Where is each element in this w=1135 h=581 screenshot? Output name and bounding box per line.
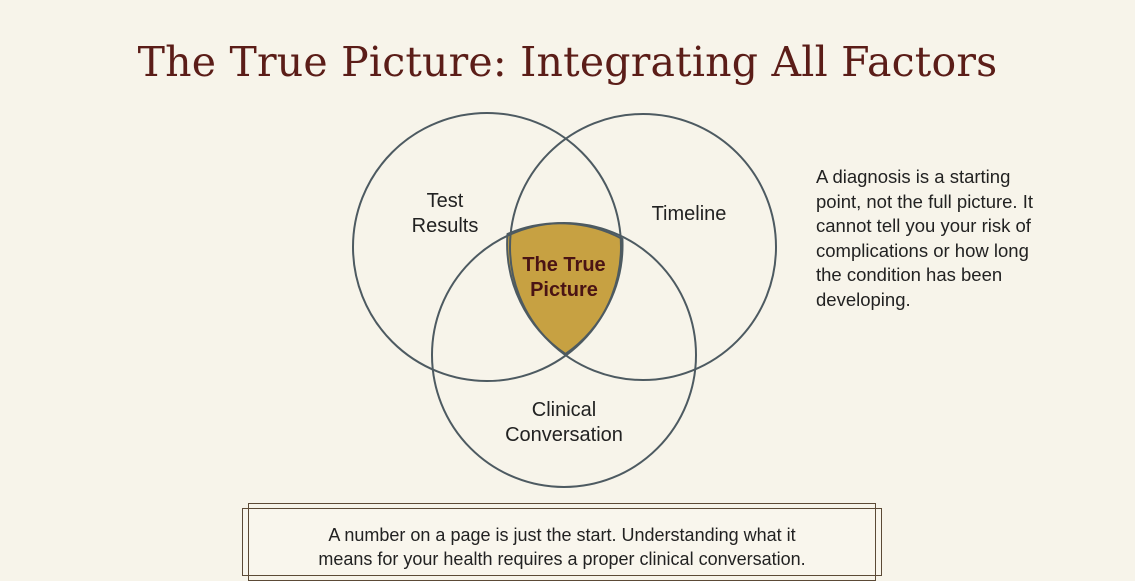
label-clinical-line1: Clinical: [532, 399, 596, 421]
label-clinical-line2: Conversation: [505, 424, 623, 446]
callout-text: A number on a page is just the start. Un…: [243, 523, 881, 571]
callout-line: means for your health requires a proper …: [318, 549, 806, 569]
side-note-line: A diagnosis is a starting: [816, 166, 1011, 187]
side-note-line: the condition has been: [816, 264, 1003, 285]
label-test-results-line2: Results: [412, 215, 479, 237]
circle-clinical-conversation: [431, 222, 697, 488]
side-note-line: complications or how long: [816, 239, 1029, 261]
side-note-line: point, not the full picture. It: [816, 190, 1033, 212]
side-note-line: developing.: [816, 288, 911, 310]
side-note-line: cannot tell you your risk of: [816, 215, 1031, 236]
circle-test-results: [352, 112, 622, 382]
circle-timeline: [509, 113, 777, 381]
page-title: The True Picture: Integrating All Factor…: [137, 38, 998, 86]
callout-box: A number on a page is just the start. Un…: [242, 503, 882, 581]
label-timeline: Timeline: [652, 203, 727, 225]
center-label-line1: The True: [522, 254, 605, 276]
center-label-line2: Picture: [530, 279, 598, 301]
side-note: A diagnosis is a starting point, not the…: [816, 165, 1076, 312]
venn-diagram: Test Results Timeline Clinical Conversat…: [352, 112, 777, 488]
label-test-results-line1: Test: [427, 190, 464, 212]
callout-line: A number on a page is just the start. Un…: [328, 525, 796, 545]
